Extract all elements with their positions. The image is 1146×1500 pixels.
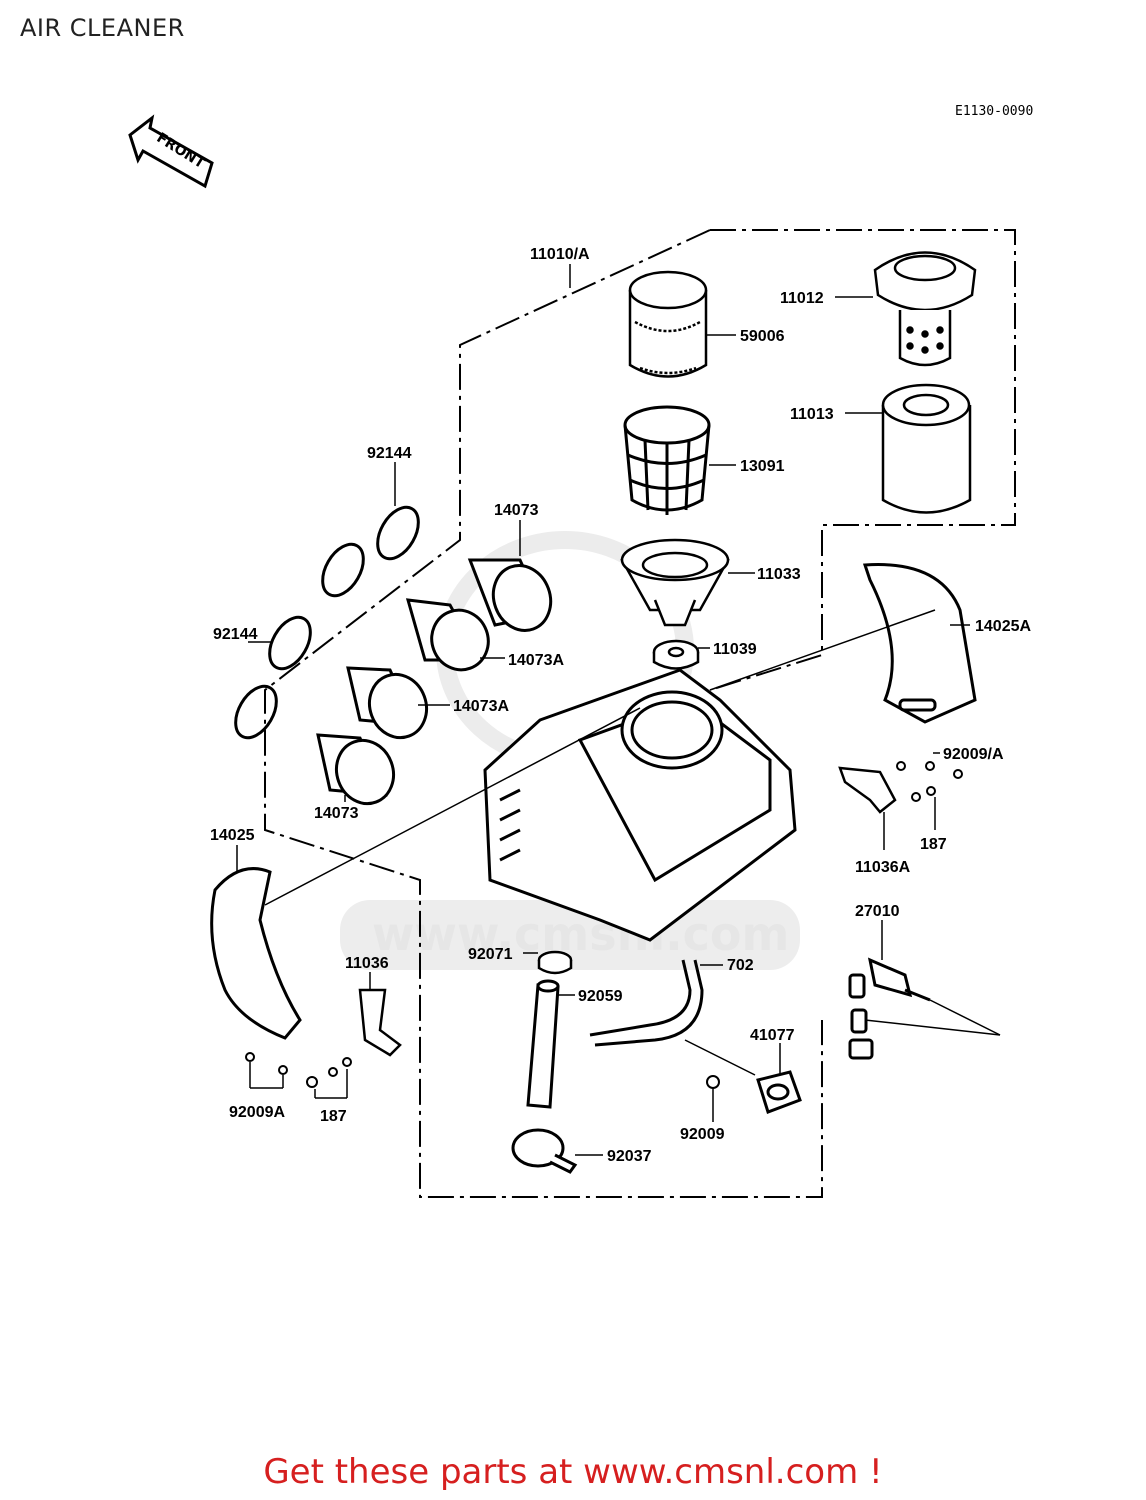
assembly-outline: [709, 229, 1016, 691]
funnel-11033: [620, 538, 730, 627]
footer-banner[interactable]: Get these parts at www.cmsnl.com !: [263, 1452, 883, 1492]
side-cover-14025: [210, 867, 302, 1040]
label-11013: 11013: [790, 406, 834, 423]
label-11036A: 11036A: [855, 859, 911, 876]
label-92059: 92059: [578, 988, 623, 1005]
grommet-92071: [537, 950, 573, 975]
label-92144-mid: 92144: [213, 626, 258, 643]
label-92009A-left: 92009A: [229, 1104, 285, 1121]
label-14025A: 14025A: [975, 618, 1031, 635]
label-92144-top: 92144: [367, 445, 412, 462]
label-13091: 13091: [740, 458, 785, 475]
label-11033: 11033: [757, 566, 801, 583]
label-14073A-2: 14073A: [453, 698, 509, 715]
leader-lines: [236, 264, 1001, 1156]
label-11036: 11036: [345, 955, 389, 972]
side-cover-14025A: [862, 563, 977, 724]
breather-hose-702: [589, 959, 704, 1047]
mesh-cage-13091: [623, 405, 711, 515]
bracket-11036: [358, 988, 402, 1057]
air-box-housing: [483, 668, 797, 942]
label-11039: 11039: [713, 641, 757, 658]
clamp-92037: [511, 1128, 578, 1174]
label-14025: 14025: [210, 827, 255, 844]
cap-11012: [873, 251, 977, 367]
intake-ducts-14073: [316, 558, 553, 806]
label-14073-bottom: 14073: [314, 805, 359, 822]
label-187-left: 187: [320, 1108, 347, 1125]
label-11010A: 11010/A: [530, 246, 590, 263]
label-14073-top: 14073: [494, 502, 539, 519]
label-14073A-1: 14073A: [508, 652, 564, 669]
small-screws: [245, 761, 963, 1089]
watermark-text: www.cmsnl.com: [372, 907, 789, 961]
label-187-right: 187: [920, 836, 947, 853]
o-rings-92144: [234, 505, 420, 740]
assembly-outline-left: [264, 229, 823, 1198]
diagram-code: E1130-0090: [955, 104, 1034, 119]
label-11012: 11012: [780, 290, 824, 307]
label-92037: 92037: [607, 1148, 652, 1165]
label-92071: 92071: [468, 946, 513, 963]
label-92009: 92009: [680, 1126, 725, 1143]
foam-sleeve-59006: [628, 270, 708, 378]
label-27010: 27010: [855, 903, 900, 920]
label-92009A-right: 92009/A: [943, 746, 1004, 763]
label-59006: 59006: [740, 328, 785, 345]
grommet-11039: [652, 639, 700, 670]
switch-27010: [848, 957, 931, 1060]
bracket-11036A: [838, 766, 897, 814]
filter-element-11013: [881, 383, 972, 514]
label-41077: 41077: [750, 1027, 795, 1044]
drain-tube-92059: [526, 979, 560, 1109]
page-title: AIR CLEANER: [20, 14, 185, 42]
front-arrow-icon: FRONT: [128, 114, 214, 189]
cover-plate-41077: [756, 1070, 802, 1114]
label-702: 702: [727, 957, 754, 974]
